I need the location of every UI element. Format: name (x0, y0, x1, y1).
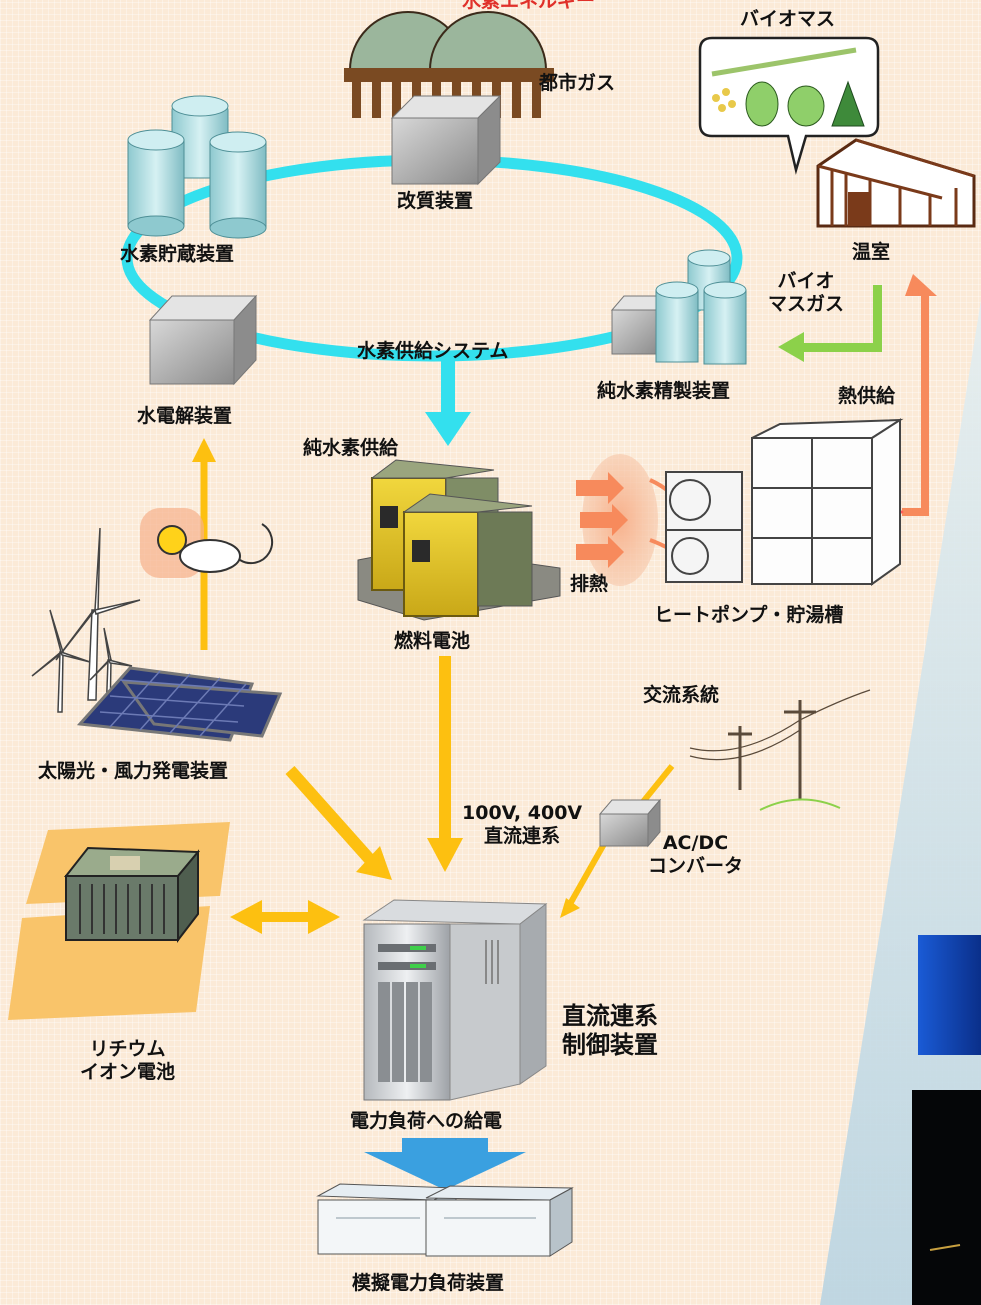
label-greenhouse: 温室 (852, 241, 891, 263)
sun-cloud-moon-icon (140, 508, 274, 578)
label-dummy-load: 模擬電力負荷装置 (352, 1272, 505, 1294)
label-pure-h2-supply: 純水素供給 (303, 437, 399, 459)
hot-water-tank-icon (751, 418, 904, 586)
pure-h2-supply-arrow (425, 360, 471, 446)
label-fuel-cell: 燃料電池 (394, 630, 471, 652)
greenhouse-icon (816, 138, 976, 228)
label-electrolyzer: 水電解装置 (137, 405, 233, 427)
label-h2-supply-system: 水素供給システム (357, 340, 509, 362)
label-dc-controller: 直流連系 制御装置 (562, 1002, 658, 1059)
label-li-battery: リチウム イオン電池 (80, 1038, 176, 1083)
heat-pump-icon (665, 471, 743, 583)
solar-panel-icon (76, 666, 283, 742)
label-exhaust-heat: 排熱 (570, 573, 609, 595)
power-pole-icon (689, 689, 871, 811)
fuel-cell-icon (357, 459, 561, 621)
label-heat-supply: 熱供給 (838, 385, 896, 407)
title-fragment: 水素エネルギー (462, 0, 596, 12)
label-h2-storage: 水素貯蔵装置 (120, 243, 235, 265)
label-heatpump-tank: ヒートポンプ・貯湯槽 (654, 604, 844, 626)
purifier-icon (610, 249, 747, 365)
label-pure-h2-purifier: 純水素精製装置 (597, 380, 731, 402)
background-panel (820, 300, 981, 1305)
label-biomass: バイオマス (740, 8, 836, 30)
reformer-box-icon (390, 94, 502, 186)
battery-icon (8, 822, 230, 1020)
electrolyzer-box-icon (148, 294, 258, 386)
label-dc-link: 100V, 400V 直流連系 (462, 802, 583, 847)
label-reformer: 改質装置 (397, 190, 474, 212)
label-city-gas: 都市ガス (539, 72, 616, 94)
server-icon (362, 899, 548, 1101)
load-supply-arrow (364, 1138, 526, 1190)
h2-tank-icon (127, 95, 267, 239)
label-biomass-gas: バイオ マスガス (768, 270, 845, 315)
biomass-bubble-icon (698, 36, 880, 175)
label-ac-grid: 交流系統 (643, 684, 720, 706)
label-load-supply: 電力負荷への給電 (350, 1110, 503, 1132)
gas-tank-icon (344, 11, 554, 118)
biogas-arrow (778, 285, 882, 362)
label-acdc-converter: AC/DC コンバータ (648, 832, 744, 877)
label-solar-wind: 太陽光・風力発電装置 (38, 760, 229, 782)
load-device-icon (316, 1183, 574, 1257)
converter-box-icon (598, 798, 662, 848)
